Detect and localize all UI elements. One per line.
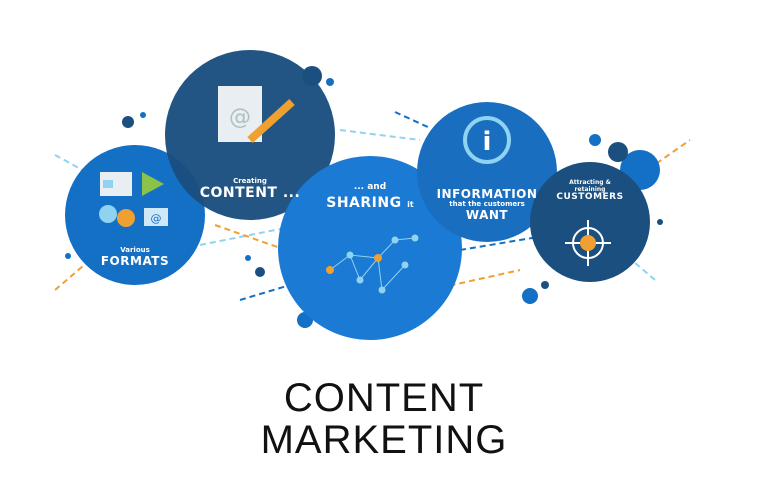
circle-customers [530,162,650,282]
content-label: Creating CONTENT ... [199,177,301,201]
network-icon [326,234,419,294]
circle-sharing [278,156,462,340]
document-pencil-icon: @ [218,86,295,143]
email-icon: @ [144,208,168,226]
play-icon [142,172,164,196]
svg-text:i: i [483,127,492,157]
info-icon: i [463,116,511,164]
title-line-1: CONTENT [283,376,485,420]
information-label: INFORMATION that the customers WANT [436,187,538,222]
circle-information [417,102,557,242]
customers-label: Attracting & retaining CUSTOMERS [556,179,624,203]
qa-bubbles-icon [99,205,135,227]
svg-text:@: @ [151,212,162,225]
target-people-icon [565,220,611,266]
sharing-label: ... and SHARING it [326,182,414,211]
newspaper-icon [100,172,132,196]
formats-label: Various FORMATS [100,246,170,268]
title-line-2: MARKETING [260,418,508,462]
svg-text:@: @ [229,105,251,130]
